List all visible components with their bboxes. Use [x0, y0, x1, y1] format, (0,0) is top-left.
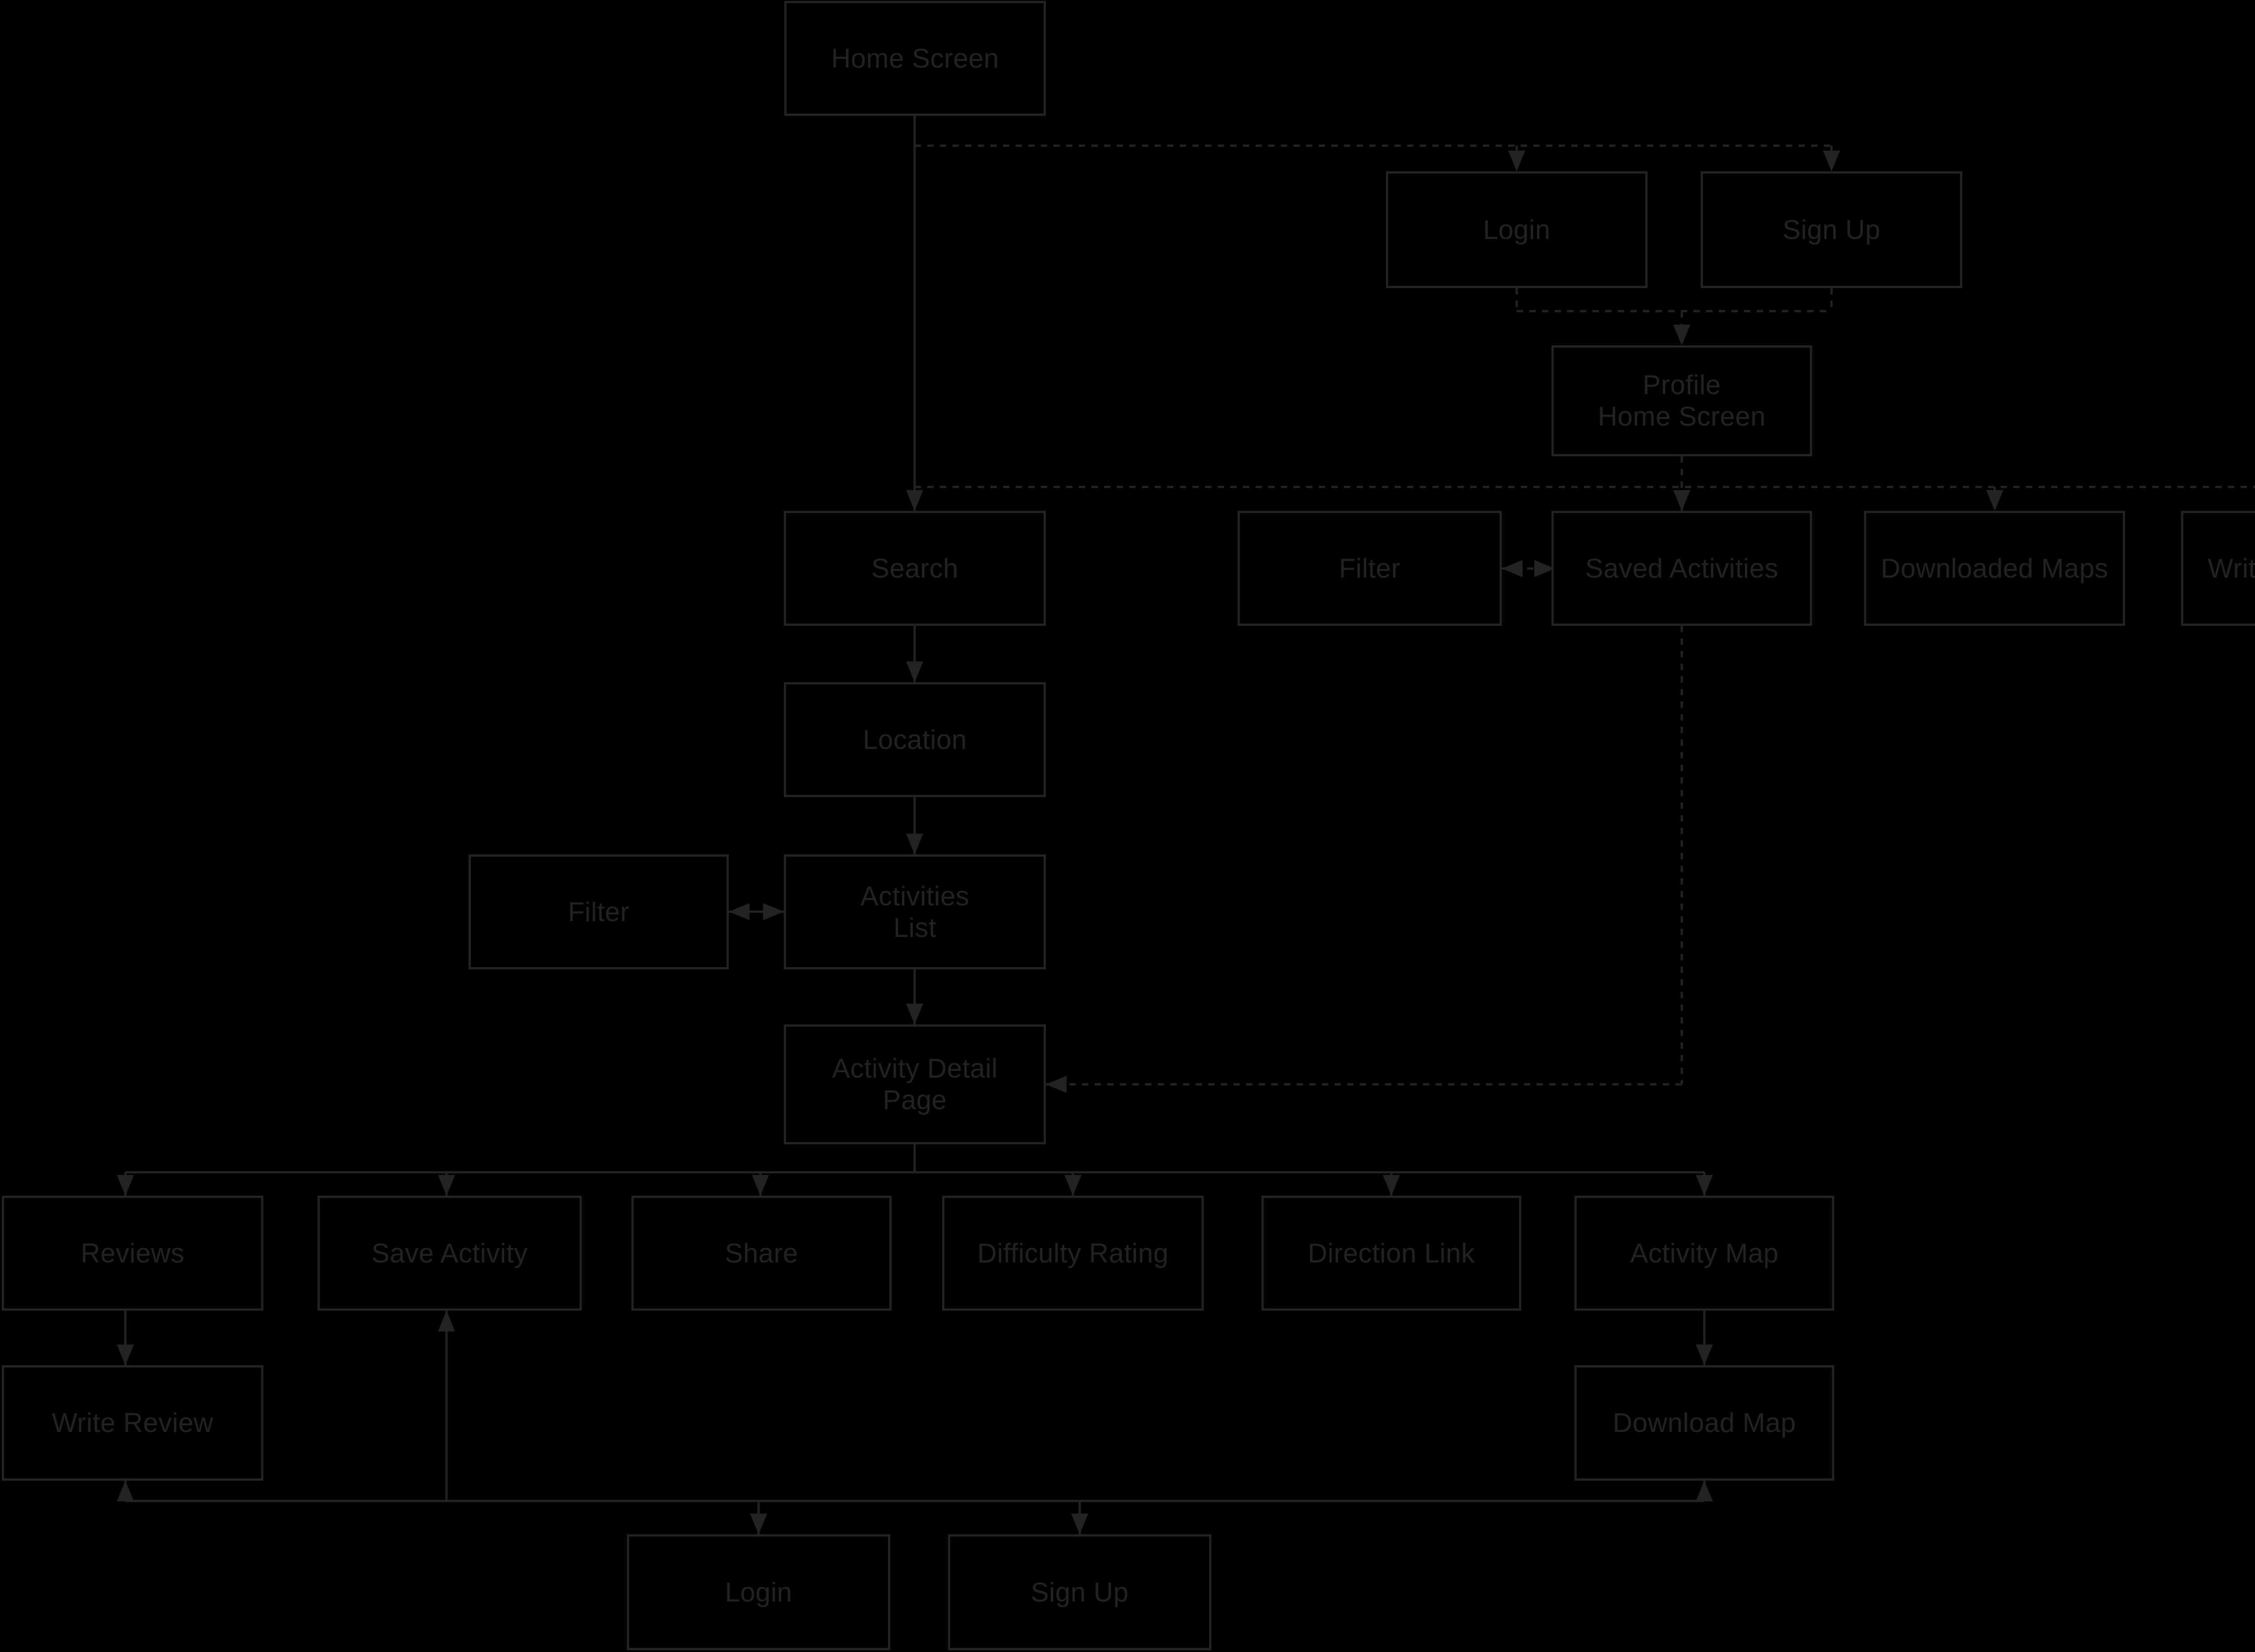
node-profile-home-screen: Profile Home Screen — [1551, 345, 1812, 456]
node-search-label: Search — [871, 553, 959, 583]
node-home-screen: Home Screen — [784, 1, 1046, 116]
node-downloaded-maps: Downloaded Maps — [1864, 511, 2125, 626]
node-filter-saved: Filter — [1238, 511, 1502, 626]
node-write-review: Write Review — [2, 1365, 263, 1481]
node-written-reviews-label: Written Reviews — [2208, 553, 2255, 583]
node-save-activity-label: Save Activity — [371, 1238, 528, 1268]
node-login-top: Login — [1386, 171, 1648, 288]
node-location: Location — [784, 682, 1046, 797]
node-activity-map-label: Activity Map — [1630, 1238, 1779, 1268]
node-login-bottom-label: Login — [725, 1577, 792, 1607]
node-activity-detail-page: Activity Detail Page — [784, 1024, 1046, 1144]
node-activities-list-label: Activities List — [860, 881, 970, 943]
node-save-activity: Save Activity — [318, 1196, 582, 1311]
node-downloaded-maps-label: Downloaded Maps — [1881, 553, 2108, 583]
node-filter-list-label: Filter — [568, 896, 630, 927]
node-direction-link: Direction Link — [1261, 1196, 1521, 1311]
node-share: Share — [631, 1196, 892, 1311]
node-filter-saved-label: Filter — [1339, 553, 1401, 583]
node-activity-map: Activity Map — [1574, 1196, 1834, 1311]
node-difficulty-rating-label: Difficulty Rating — [977, 1238, 1169, 1268]
node-login-bottom: Login — [627, 1534, 890, 1650]
node-difficulty-rating: Difficulty Rating — [942, 1196, 1204, 1311]
node-search: Search — [784, 511, 1046, 626]
node-saved-activities-label: Saved Activities — [1585, 553, 1779, 583]
node-profile-home-screen-label: Profile Home Screen — [1597, 370, 1766, 431]
node-download-map-label: Download Map — [1612, 1408, 1796, 1438]
node-reviews: Reviews — [2, 1196, 263, 1311]
node-reviews-label: Reviews — [80, 1238, 185, 1268]
node-sign-up-top-label: Sign Up — [1782, 214, 1881, 245]
node-saved-activities: Saved Activities — [1551, 511, 1812, 626]
node-written-reviews: Written Reviews — [2181, 511, 2255, 626]
node-filter-list: Filter — [469, 854, 729, 969]
node-location-label: Location — [863, 724, 967, 755]
node-share-label: Share — [725, 1238, 798, 1268]
node-activities-list: Activities List — [784, 854, 1046, 969]
node-sign-up-bottom-label: Sign Up — [1031, 1577, 1129, 1607]
node-direction-link-label: Direction Link — [1307, 1238, 1475, 1268]
node-activity-detail-page-label: Activity Detail Page — [832, 1053, 998, 1115]
node-sign-up-bottom: Sign Up — [948, 1534, 1211, 1650]
node-sign-up-top: Sign Up — [1701, 171, 1962, 288]
node-download-map: Download Map — [1574, 1365, 1834, 1481]
node-login-top-label: Login — [1483, 214, 1551, 245]
node-home-screen-label: Home Screen — [831, 43, 999, 73]
node-write-review-label: Write Review — [51, 1408, 214, 1438]
